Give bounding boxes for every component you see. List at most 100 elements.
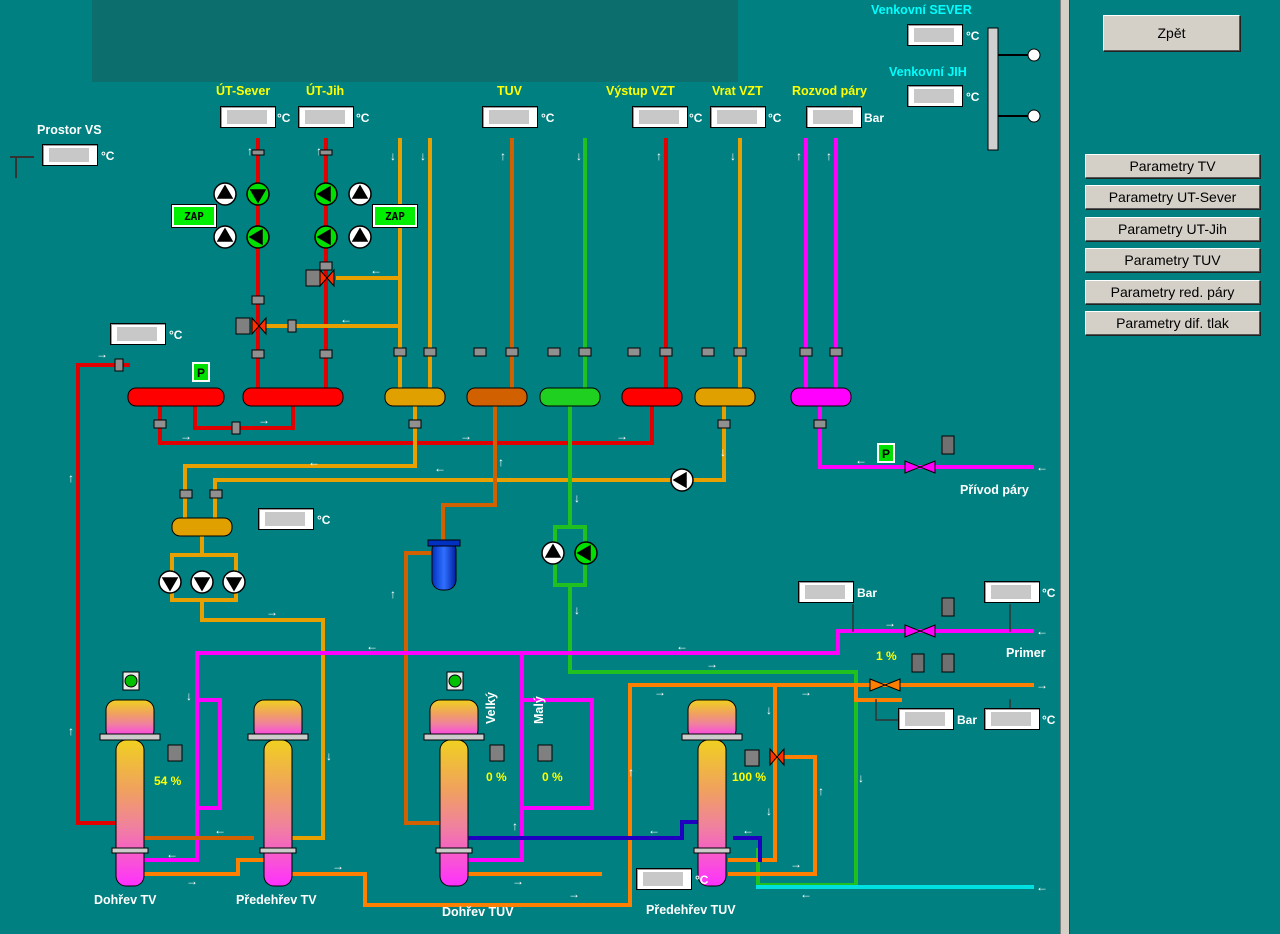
menu-parametry-ut-jih[interactable]: Parametry UT-Jih [1085, 217, 1260, 241]
svg-text:→: → [616, 429, 628, 443]
label-venkovni-sever: Venkovní SEVER [871, 3, 972, 17]
label-tuv: TUV [497, 84, 522, 98]
svg-text:↓: ↓ [576, 149, 582, 163]
sidebar: Zpět Parametry TV Parametry UT-Sever Par… [1070, 0, 1280, 934]
label-ut-sever: ÚT-Sever [216, 84, 271, 98]
value-red-supply [110, 323, 166, 345]
value-tuv [482, 106, 538, 128]
svg-text:P: P [882, 447, 890, 461]
label-predehrev-tuv: Předehřev TUV [646, 903, 736, 917]
unit-ut-sever: °C [277, 111, 291, 125]
label-dohrev-tv: Dohřev TV [94, 893, 157, 907]
svg-text:→: → [790, 857, 802, 871]
menu-parametry-dif-tlak[interactable]: Parametry dif. tlak [1085, 311, 1260, 335]
menu-parametry-ut-sever[interactable]: Parametry UT-Sever [1085, 185, 1260, 209]
value-vystup-vzt [632, 106, 688, 128]
value-venkovni-sever [907, 24, 963, 46]
value-ut-sever [220, 106, 276, 128]
svg-text:←: ← [434, 461, 446, 475]
svg-text:→: → [266, 605, 278, 619]
value-ut-jih [298, 106, 354, 128]
unit-red-supply: °C [169, 328, 183, 342]
svg-text:↓: ↓ [186, 689, 192, 703]
unit-tuv: °C [541, 111, 555, 125]
svg-text:↓: ↓ [766, 804, 772, 818]
menu-parametry-tuv[interactable]: Parametry TUV [1085, 248, 1260, 272]
process-diagram: P P [10, 0, 1048, 907]
label-privod-pary: Přívod páry [960, 483, 1029, 497]
exchanger-predehrev-tuv [681, 699, 743, 887]
svg-text:↑: ↑ [68, 724, 74, 738]
svg-text:←: ← [1036, 880, 1048, 894]
svg-text:↓: ↓ [766, 703, 772, 717]
svg-text:↑: ↑ [247, 144, 253, 158]
label-prostor-vs: Prostor VS [37, 123, 102, 137]
svg-text:↓: ↓ [574, 603, 580, 617]
unit-predehrev-tuv: °C [695, 873, 709, 887]
value-return-pressure [898, 708, 954, 730]
svg-text:←: ← [166, 847, 178, 861]
svg-text:←: ← [742, 823, 754, 837]
value-return-temp [984, 708, 1040, 730]
svg-text:↓: ↓ [420, 149, 426, 163]
unit-vystup-vzt: °C [689, 111, 703, 125]
svg-text:↓: ↓ [858, 771, 864, 785]
label-vrat-vzt: Vrat VZT [712, 84, 763, 98]
value-vrat-vzt [710, 106, 766, 128]
valve-percent-primer: 1 % [876, 649, 897, 663]
svg-text:←: ← [648, 823, 660, 837]
panel-divider [1060, 0, 1070, 934]
unit-vrat-vzt: °C [768, 111, 782, 125]
svg-text:→: → [460, 429, 472, 443]
unit-tv-pumps: °C [317, 513, 331, 527]
svg-text:→: → [180, 429, 192, 443]
svg-text:←: ← [676, 639, 688, 653]
svg-text:↑: ↑ [316, 144, 322, 158]
unit-primer-pressure: Bar [857, 586, 878, 600]
svg-text:↑: ↑ [656, 149, 662, 163]
svg-text:↑: ↑ [818, 784, 824, 798]
pump-status-ut-sever[interactable]: ZAP [171, 204, 217, 228]
svg-text:↑: ↑ [826, 149, 832, 163]
unit-venkovni-sever: °C [966, 29, 980, 43]
unit-return-temp: °C [1042, 713, 1056, 727]
svg-text:→: → [654, 685, 666, 699]
valve-percent-maly: 0 % [542, 770, 563, 784]
menu-parametry-red-pary[interactable]: Parametry red. páry [1085, 280, 1260, 304]
value-rozvod-pary [806, 106, 862, 128]
unit-rozvod-pary: Bar [864, 111, 885, 125]
label-maly: Malý [532, 696, 546, 724]
svg-text:→: → [884, 616, 896, 630]
svg-text:↑: ↑ [500, 149, 506, 163]
svg-text:←: ← [214, 823, 226, 837]
exchanger-dohrev-tv [99, 671, 161, 887]
svg-text:←: ← [370, 263, 382, 277]
valve-percent-velky: 0 % [486, 770, 507, 784]
svg-text:←: ← [366, 639, 378, 653]
svg-text:→: → [96, 347, 108, 361]
exchanger-predehrev-tv [247, 699, 309, 887]
svg-text:↓: ↓ [574, 491, 580, 505]
svg-text:→: → [512, 874, 524, 888]
svg-text:↓: ↓ [730, 149, 736, 163]
unit-venkovni-jih: °C [966, 90, 980, 104]
svg-text:→: → [332, 859, 344, 873]
svg-text:↑: ↑ [68, 471, 74, 485]
label-venkovni-jih: Venkovní JIH [889, 65, 967, 79]
value-primer-pressure [798, 581, 854, 603]
menu-parametry-tv[interactable]: Parametry TV [1085, 154, 1260, 178]
value-venkovni-jih [907, 85, 963, 107]
exchanger-dohrev-tuv [423, 671, 485, 887]
svg-text:→: → [706, 657, 718, 671]
pump-status-ut-jih[interactable]: ZAP [372, 204, 418, 228]
unit-ut-jih: °C [356, 111, 370, 125]
value-primer-temp [984, 581, 1040, 603]
svg-text:→: → [1036, 678, 1048, 692]
svg-text:←: ← [800, 887, 812, 901]
valve-percent-dohrev-tv: 54 % [154, 774, 182, 788]
back-button[interactable]: Zpět [1103, 15, 1240, 51]
value-predehrev-tuv [636, 868, 692, 890]
value-prostor-vs [42, 144, 98, 166]
label-vystup-vzt: Výstup VZT [606, 84, 675, 98]
label-ut-jih: ÚT-Jih [306, 84, 345, 98]
